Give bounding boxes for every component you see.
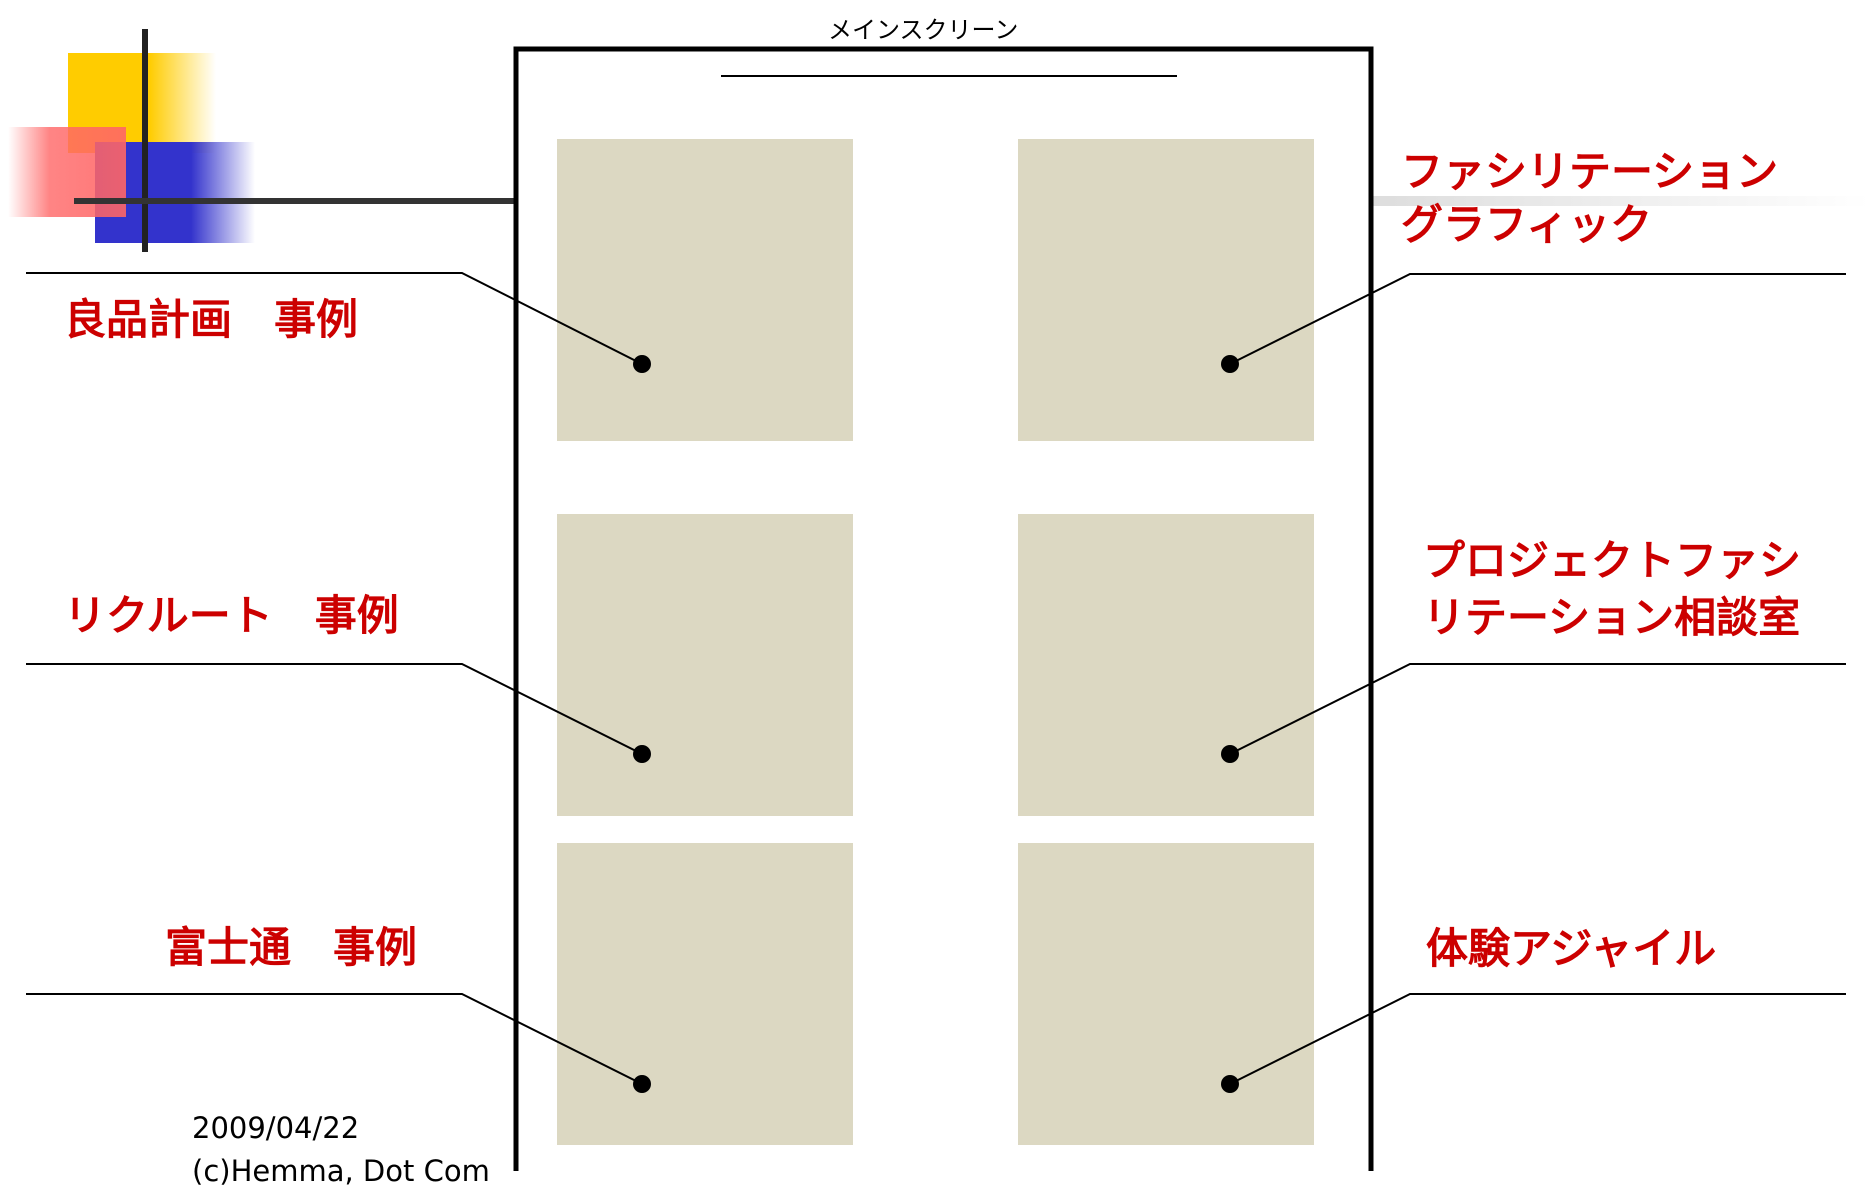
dot-left-3: [633, 1075, 651, 1093]
label-left-3: 富士通 事例: [165, 923, 418, 972]
leader-right-1: [1229, 273, 1846, 365]
panel-right-2: [1018, 514, 1314, 816]
label-left-1: 良品計画 事例: [64, 295, 359, 344]
header-rule-right: [1372, 196, 1870, 206]
label-right-2-line2: リテーション相談室: [1423, 593, 1801, 642]
panel-left-3: [557, 843, 853, 1145]
panels: [557, 139, 1314, 1145]
panel-left-1: [557, 139, 853, 441]
footer-copyright: (c)Hemma, Dot Com: [192, 1154, 490, 1188]
leader-left-3: [26, 993, 643, 1085]
label-right-1-line2: グラフィック: [1401, 200, 1653, 249]
panel-right-3: [1018, 843, 1314, 1145]
dot-right-2: [1221, 745, 1239, 763]
leader-lines-left: [26, 272, 643, 1085]
dot-right-1: [1221, 355, 1239, 373]
leader-lines-right: [1229, 273, 1846, 1085]
dot-left-1: [633, 355, 651, 373]
panel-right-1: [1018, 139, 1314, 441]
label-right-3: 体験アジャイル: [1426, 924, 1717, 973]
leader-left-2: [26, 663, 643, 755]
label-right-1-line1: ファシリテーション: [1401, 147, 1779, 196]
anchor-dots: [633, 355, 1239, 1093]
decorative-logo: [8, 29, 1870, 252]
leader-right-2: [1229, 663, 1846, 755]
screen-title: メインスクリーン: [828, 16, 1019, 44]
dot-left-2: [633, 745, 651, 763]
label-left-2: リクルート 事例: [64, 591, 399, 640]
leader-left-1: [26, 272, 643, 365]
leader-right-3: [1229, 993, 1846, 1085]
footer-date: 2009/04/22: [192, 1111, 360, 1145]
dot-right-3: [1221, 1075, 1239, 1093]
main-screen-frame: [513, 46, 1374, 1171]
label-right-2-line1: プロジェクトファシ: [1423, 536, 1802, 585]
panel-left-2: [557, 514, 853, 816]
